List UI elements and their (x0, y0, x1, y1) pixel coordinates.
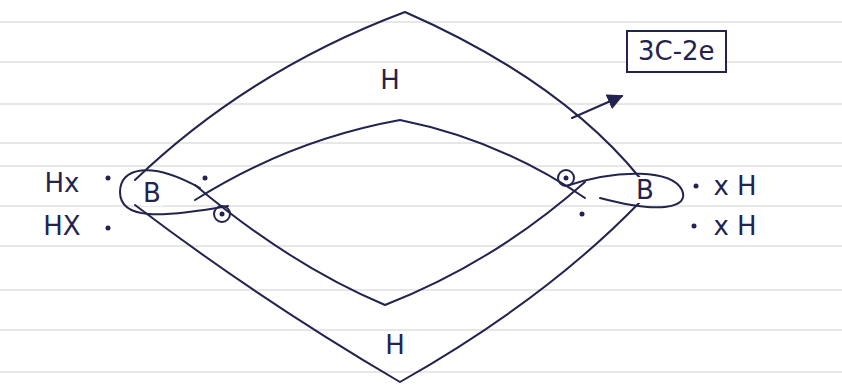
boron-atom: B (634, 177, 656, 203)
terminal-hydrogen: Hx (43, 170, 82, 196)
outer-bond-top (135, 12, 640, 180)
callout-box: 3C-2e (626, 30, 727, 73)
boron-lobe (566, 174, 683, 208)
boron-lobe (120, 170, 228, 214)
terminal-hydrogen: x H (711, 173, 758, 199)
ruled-lines (0, 22, 842, 372)
callout-arrow (572, 96, 622, 118)
terminal-hydrogen: HX (41, 213, 82, 239)
inner-bond-bottom (195, 182, 585, 305)
boron-atom: B (141, 180, 163, 206)
terminal-hydrogen: x H (711, 213, 758, 239)
inner-bond-top (195, 120, 585, 200)
bridging-hydrogen: H (378, 67, 402, 93)
outer-bond-bottom (135, 202, 640, 382)
circled-dot (214, 170, 574, 222)
bond-type-label: 3C-2e (638, 37, 715, 66)
bridging-hydrogen: H (383, 332, 407, 358)
electron-dots (106, 176, 699, 231)
bond-curves (120, 12, 683, 382)
